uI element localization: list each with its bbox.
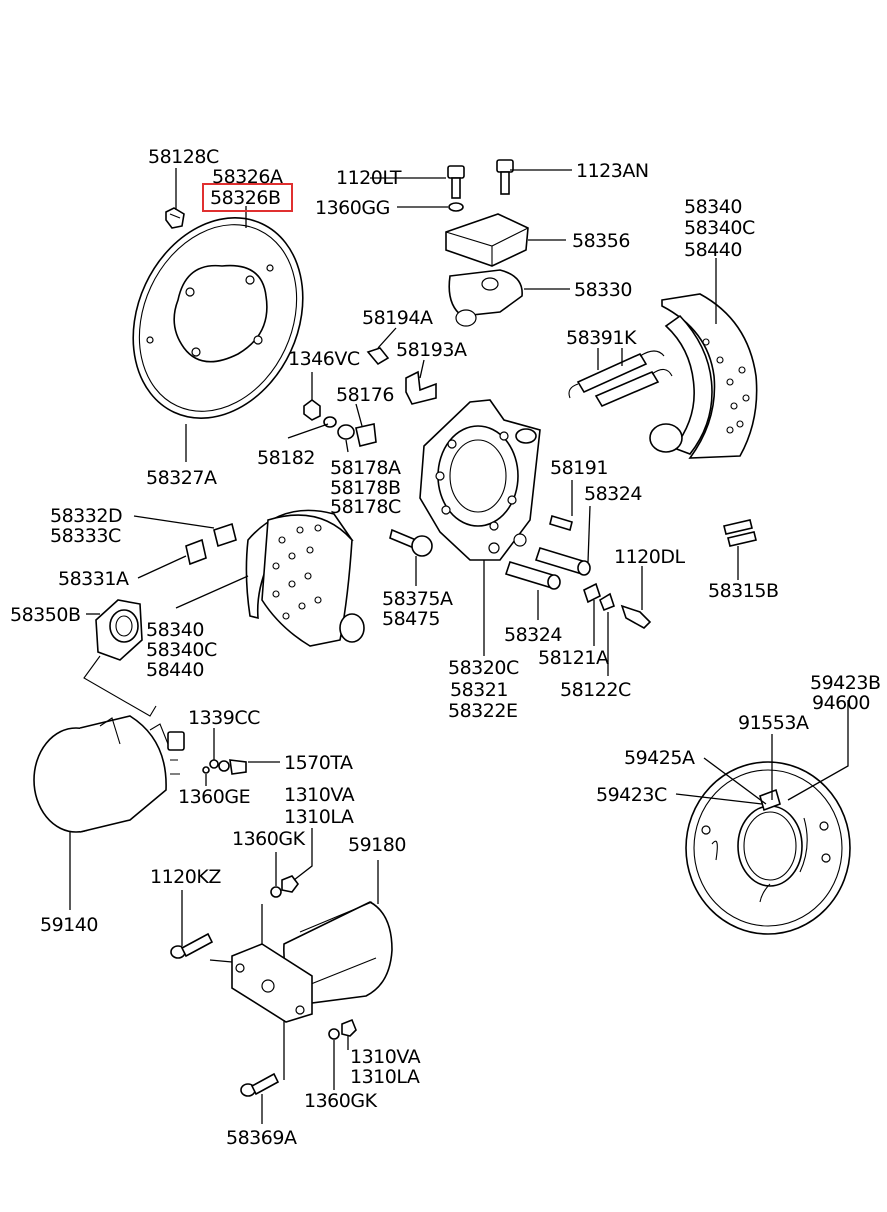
clips-bolt-drawing	[583, 582, 652, 629]
label-58191[interactable]: 58191	[550, 457, 608, 479]
part-labels: 58128C 58326A 58326B 1120LT 1123AN 1360G…	[10, 146, 881, 1149]
bolt-58369A-drawing	[240, 1072, 280, 1097]
label-58178B[interactable]: 58178B	[330, 477, 401, 499]
label-58326B[interactable]: 58326B	[210, 187, 281, 209]
label-58350B[interactable]: 58350B	[10, 604, 81, 626]
adjuster-drawing	[389, 528, 433, 557]
label-58332D[interactable]: 58332D	[50, 505, 123, 527]
brake-chamber-drawing	[33, 715, 185, 833]
label-1346VC[interactable]: 1346VC	[288, 348, 360, 370]
label-58475[interactable]: 58475	[382, 608, 440, 630]
label-58122C[interactable]: 58122C	[560, 679, 631, 701]
label-58369A[interactable]: 58369A	[226, 1127, 297, 1149]
label-59423B[interactable]: 59423B	[810, 672, 881, 694]
label-58440-lower[interactable]: 58440	[146, 659, 204, 681]
label-58178C[interactable]: 58178C	[330, 496, 401, 518]
label-1310LA-upper[interactable]: 1310LA	[284, 806, 354, 828]
label-58340C-upper[interactable]: 58340C	[684, 217, 755, 239]
label-59140[interactable]: 59140	[40, 914, 98, 936]
parking-drum-drawing	[685, 761, 851, 935]
label-58194A[interactable]: 58194A	[362, 307, 433, 329]
label-58321[interactable]: 58321	[450, 679, 508, 701]
label-1120DL[interactable]: 1120DL	[614, 546, 686, 568]
label-58375A[interactable]: 58375A	[382, 588, 453, 610]
highlight-box	[202, 183, 293, 212]
label-58333C[interactable]: 58333C	[50, 525, 121, 547]
leader-lines	[69, 168, 849, 1124]
actuator-cylinder-drawing	[231, 901, 393, 1023]
label-58327A[interactable]: 58327A	[146, 467, 217, 489]
label-1123AN[interactable]: 1123AN	[576, 160, 649, 182]
label-58322E[interactable]: 58322E	[448, 700, 518, 722]
label-1120LT[interactable]: 1120LT	[336, 167, 402, 189]
label-1360GK-lower[interactable]: 1360GK	[304, 1090, 378, 1112]
label-59425A[interactable]: 59425A	[624, 747, 695, 769]
label-58324-lower[interactable]: 58324	[504, 624, 563, 646]
label-94600[interactable]: 94600	[812, 692, 870, 714]
clip-drawing	[165, 207, 185, 229]
label-1570TA[interactable]: 1570TA	[284, 752, 353, 774]
label-58331A[interactable]: 58331A	[58, 568, 129, 590]
brake-shoe-right-drawing	[649, 293, 758, 459]
pins-drawing	[504, 514, 591, 590]
label-58324-upper[interactable]: 58324	[584, 483, 643, 505]
nuts-drawing	[270, 875, 357, 1040]
label-58391K[interactable]: 58391K	[566, 327, 637, 349]
backing-plate-drawing	[132, 217, 304, 419]
label-58193A[interactable]: 58193A	[396, 339, 467, 361]
label-1339CC[interactable]: 1339CC	[188, 707, 261, 729]
part-58315B-drawing	[723, 519, 757, 547]
housing-drawing	[83, 599, 157, 717]
brake-shoe-left-drawing	[245, 509, 365, 647]
label-91553A[interactable]: 91553A	[738, 712, 809, 734]
label-1120KZ[interactable]: 1120KZ	[150, 866, 222, 888]
label-58320C[interactable]: 58320C	[448, 657, 519, 679]
label-58176[interactable]: 58176	[336, 384, 394, 406]
label-58330[interactable]: 58330	[574, 279, 632, 301]
small-brackets-left-drawing	[185, 522, 237, 566]
label-58356[interactable]: 58356	[572, 230, 630, 252]
fitting-drawing	[202, 759, 247, 775]
label-1310VA-upper[interactable]: 1310VA	[284, 784, 355, 806]
label-59423C[interactable]: 59423C	[596, 784, 667, 806]
label-58178A[interactable]: 58178A	[330, 457, 401, 479]
springs-drawing	[568, 350, 673, 408]
label-58326A[interactable]: 58326A	[212, 166, 283, 188]
bracket-cylinder-drawing	[445, 213, 529, 327]
label-58182[interactable]: 58182	[257, 447, 315, 469]
label-1360GK-upper[interactable]: 1360GK	[232, 828, 306, 850]
label-1360GG[interactable]: 1360GG	[315, 197, 390, 219]
label-59180[interactable]: 59180	[348, 834, 406, 856]
label-58121A[interactable]: 58121A	[538, 647, 609, 669]
bolts-top-drawing	[447, 159, 514, 212]
label-1360GE[interactable]: 1360GE	[178, 786, 251, 808]
label-58340-lower[interactable]: 58340	[146, 619, 204, 641]
label-58440-upper[interactable]: 58440	[684, 239, 742, 261]
label-1310VA-lower[interactable]: 1310VA	[350, 1046, 421, 1068]
label-1310LA-lower[interactable]: 1310LA	[350, 1066, 420, 1088]
label-58315B[interactable]: 58315B	[708, 580, 779, 602]
anchor-plate-drawing	[419, 399, 541, 561]
label-58340-upper[interactable]: 58340	[684, 196, 742, 218]
bolt-1120KZ-drawing	[170, 932, 214, 959]
label-58128C[interactable]: 58128C	[148, 146, 219, 168]
label-58340C-lower[interactable]: 58340C	[146, 639, 217, 661]
